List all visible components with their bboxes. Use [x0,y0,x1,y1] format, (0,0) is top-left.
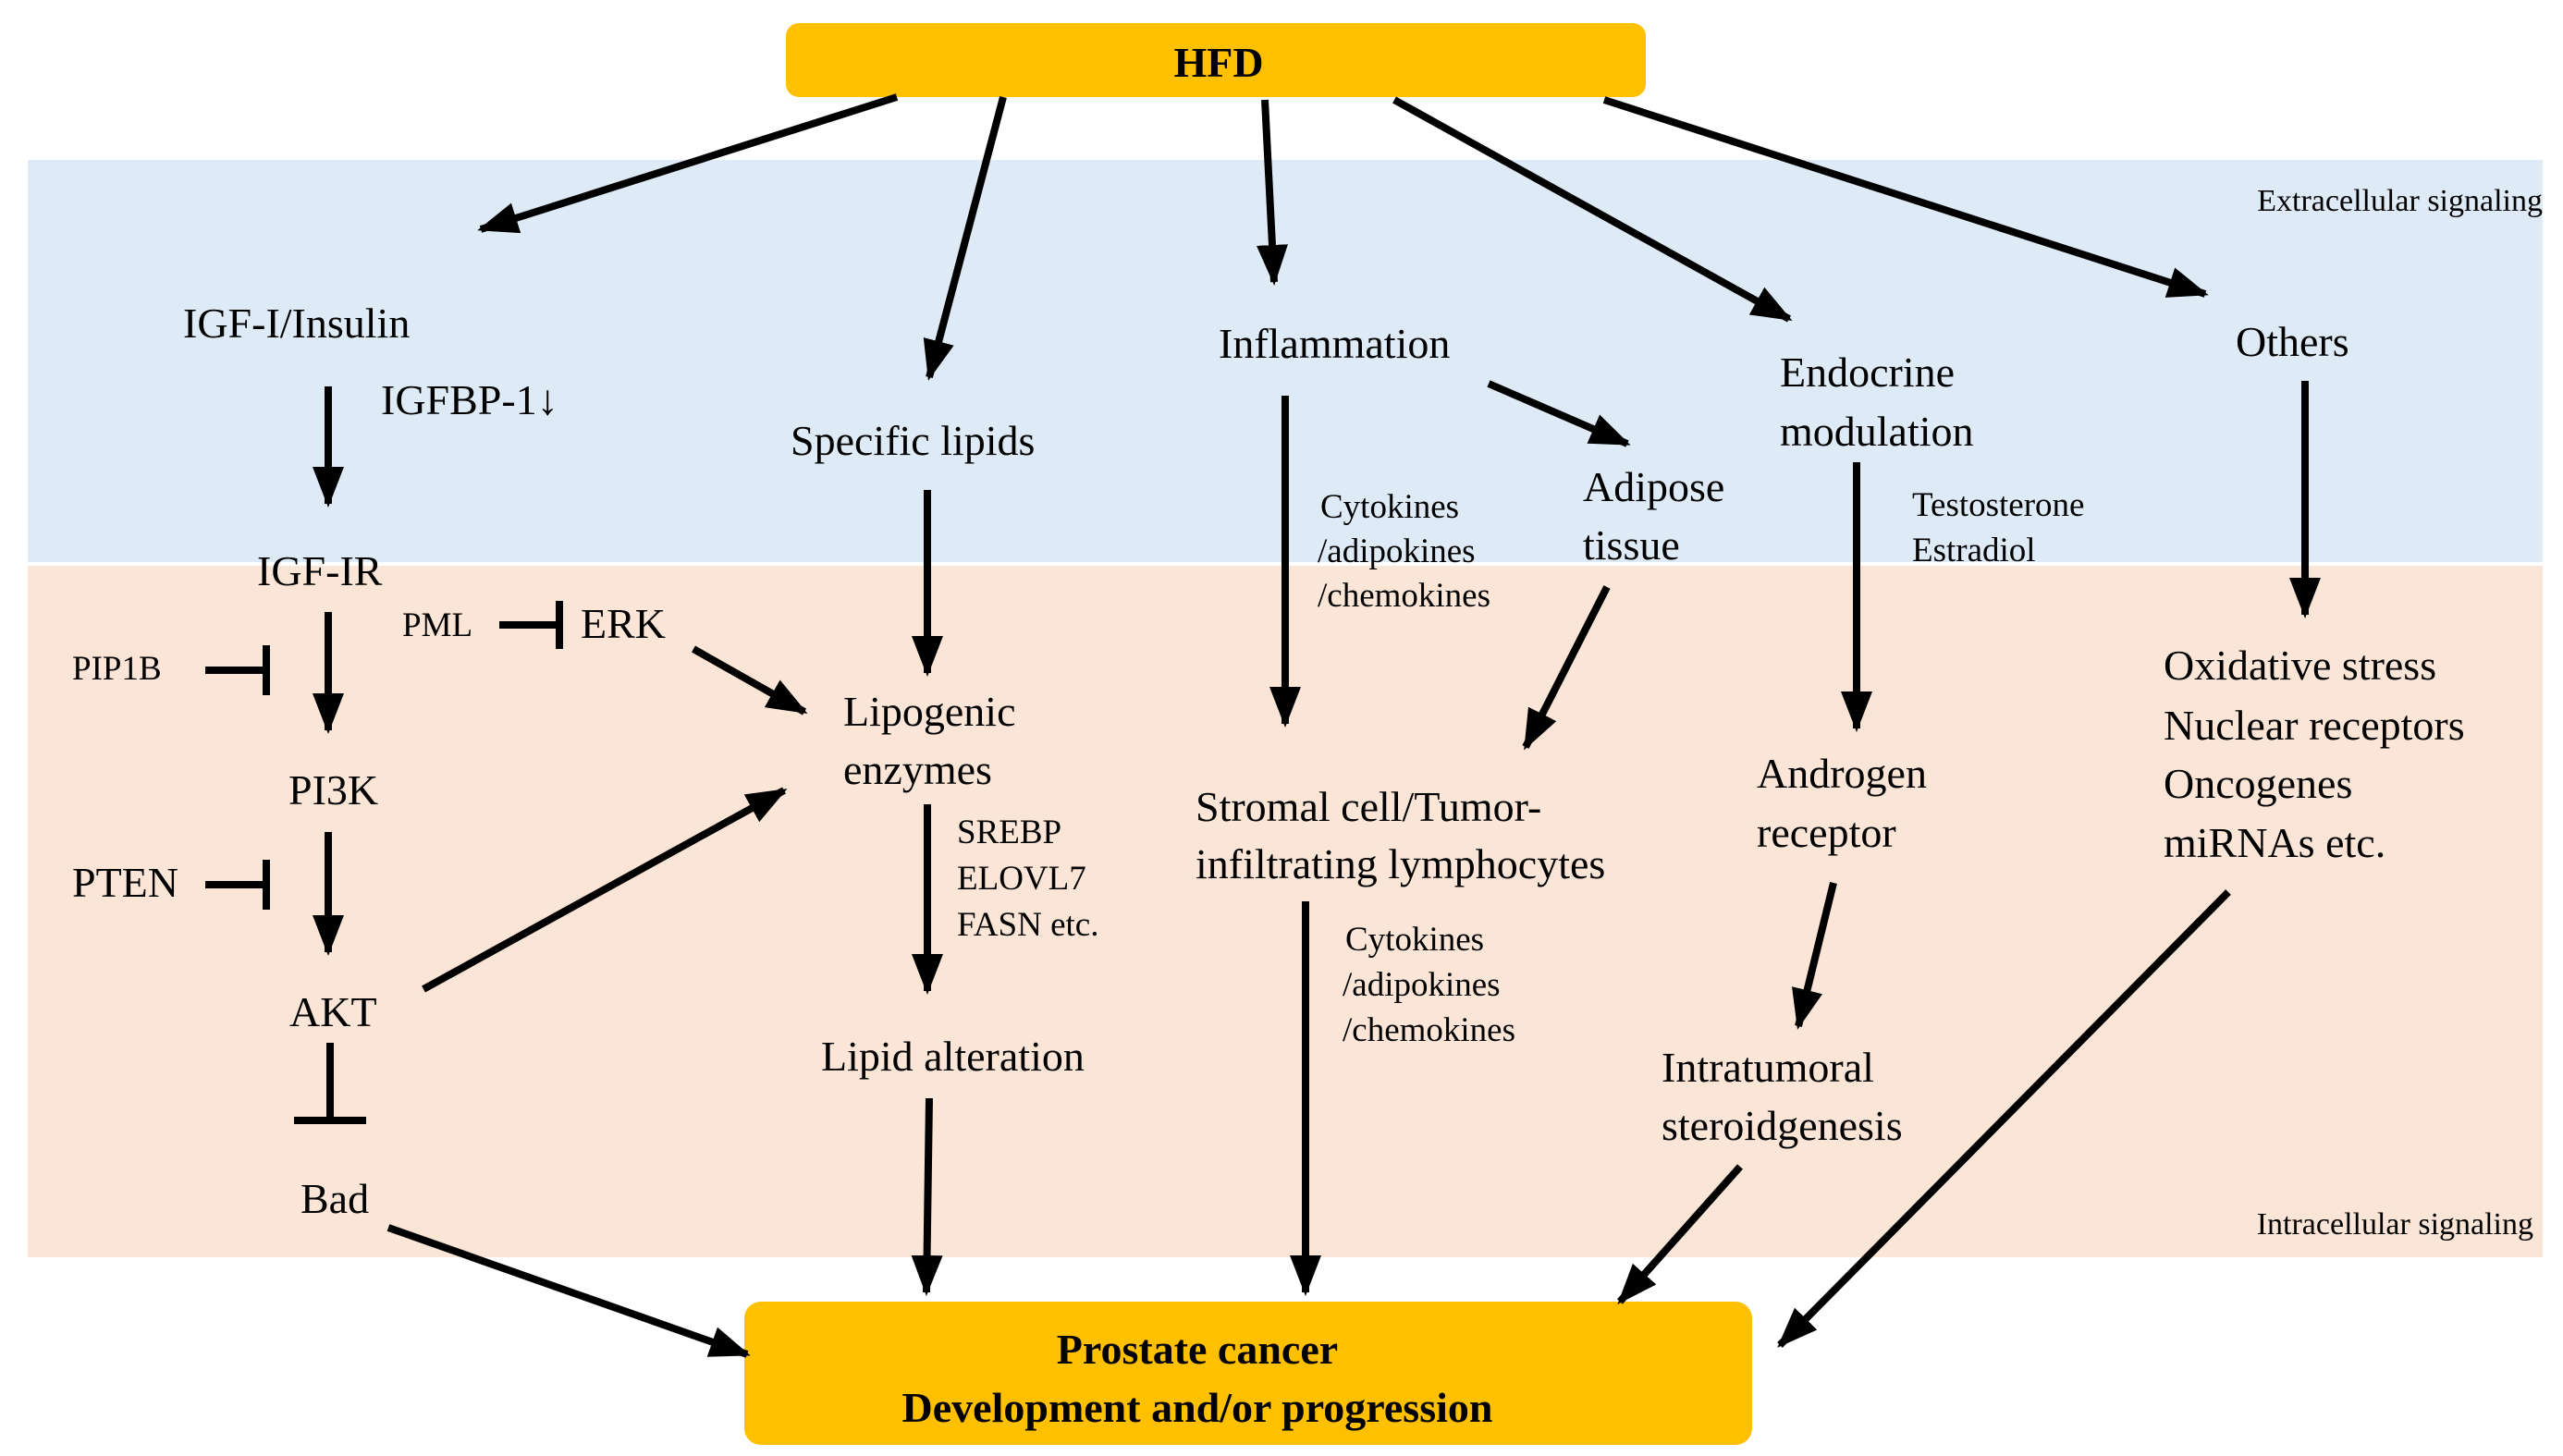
igf-insulin-node: IGF-I/Insulin [183,300,410,347]
arrow-hfd-to-others [1602,96,2209,298]
hfd-label: HFD [1173,39,1263,86]
nuclear-receptors-node: Nuclear receptors [2164,702,2465,749]
endocrine-modulation-node-1: Endocrine [1780,349,1955,396]
arrow-others-to-cancer [1777,889,2231,1348]
arrow-inflammation-to-adipose [1487,380,1631,447]
oncogenes-node: Oncogenes [2164,760,2352,807]
adipose-tissue-node-1: Adipose [1583,463,1724,510]
intratumoral-node-1: Intratumoral [1662,1044,1874,1091]
cytokines-label-1c: /chemokines [1318,577,1490,615]
prostate-cancer-box [744,1302,1752,1445]
arrow-androgen-to-intratumoral [1792,882,1837,1030]
igf-ir-node: IGF-IR [257,547,383,594]
cytokines-label-1b: /adipokines [1318,532,1476,570]
stromal-node-1: Stromal cell/Tumor- [1196,783,1541,830]
prostate-cancer-label: Prostate cancer [1057,1326,1338,1373]
development-progression-label: Development and/or progression [902,1384,1493,1431]
inhibit-pml-erk [499,601,563,649]
pml-node: PML [402,606,472,644]
stromal-node-2: infiltrating lymphocytes [1196,840,1605,887]
cytokines-label-2c: /chemokines [1343,1011,1515,1049]
androgen-receptor-node-2: receptor [1757,809,1896,856]
oxidative-stress-node: Oxidative stress [2164,642,2436,689]
adipose-tissue-node-2: tissue [1583,521,1680,569]
testosterone-label: Testosterone [1912,486,2084,524]
inhibit-akt-bad [294,1043,366,1124]
arrow-hfd-to-igf [477,93,899,234]
elovl7-label: ELOVL7 [957,860,1086,898]
bad-node: Bad [300,1175,369,1222]
others-node: Others [2236,318,2349,365]
hfd-box [786,23,1646,97]
endocrine-modulation-node-2: modulation [1780,408,1974,455]
srebp-label: SREBP [957,814,1061,851]
cytokines-label-1a: Cytokines [1320,488,1459,526]
inflammation-node: Inflammation [1219,320,1450,367]
pi3k-node: PI3K [288,766,378,814]
pten-node: PTEN [72,859,178,906]
lipogenic-enzymes-node-1: Lipogenic [843,688,1016,735]
intracellular-region-label: Intracellular signaling [2257,1207,2533,1242]
arrow-intratumoral-to-cancer [1617,1164,1743,1304]
arrow-adipose-to-stromal [1522,585,1611,751]
extracellular-region-label: Extracellular signaling [2257,184,2543,218]
inhibit-pip1b-pi3k [205,645,270,695]
mirnas-node: miRNAs etc. [2164,819,2385,866]
erk-node: ERK [581,600,666,647]
akt-node: AKT [289,988,377,1035]
igfbp1-node: IGFBP-1↓ [381,376,558,423]
androgen-receptor-node-1: Androgen [1757,750,1927,797]
intratumoral-node-2: steroidgenesis [1662,1102,1903,1149]
lipogenic-enzymes-node-2: enzymes [843,746,992,793]
arrow-hfd-to-endocrine [1392,96,1793,323]
inhibit-pten-akt [205,860,270,910]
fasn-label: FASN etc. [957,906,1098,944]
arrow-erk-to-lipogenic [692,645,808,716]
cytokines-label-2b: /adipokines [1343,966,1501,1004]
lipid-alteration-node: Lipid alteration [821,1033,1085,1080]
arrow-bad-to-cancer [386,1224,751,1358]
pip1b-node: PIP1B [72,650,162,688]
specific-lipids-node: Specific lipids [791,417,1035,464]
arrow-hfd-to-lipids [923,95,1007,381]
cytokines-label-2a: Cytokines [1345,921,1484,959]
arrow-hfd-to-inflammation [1256,99,1288,286]
estradiol-label: Estradiol [1912,532,2036,569]
arrow-akt-to-lipogenic [422,787,788,993]
arrow-alteration-to-cancer [911,1097,943,1296]
